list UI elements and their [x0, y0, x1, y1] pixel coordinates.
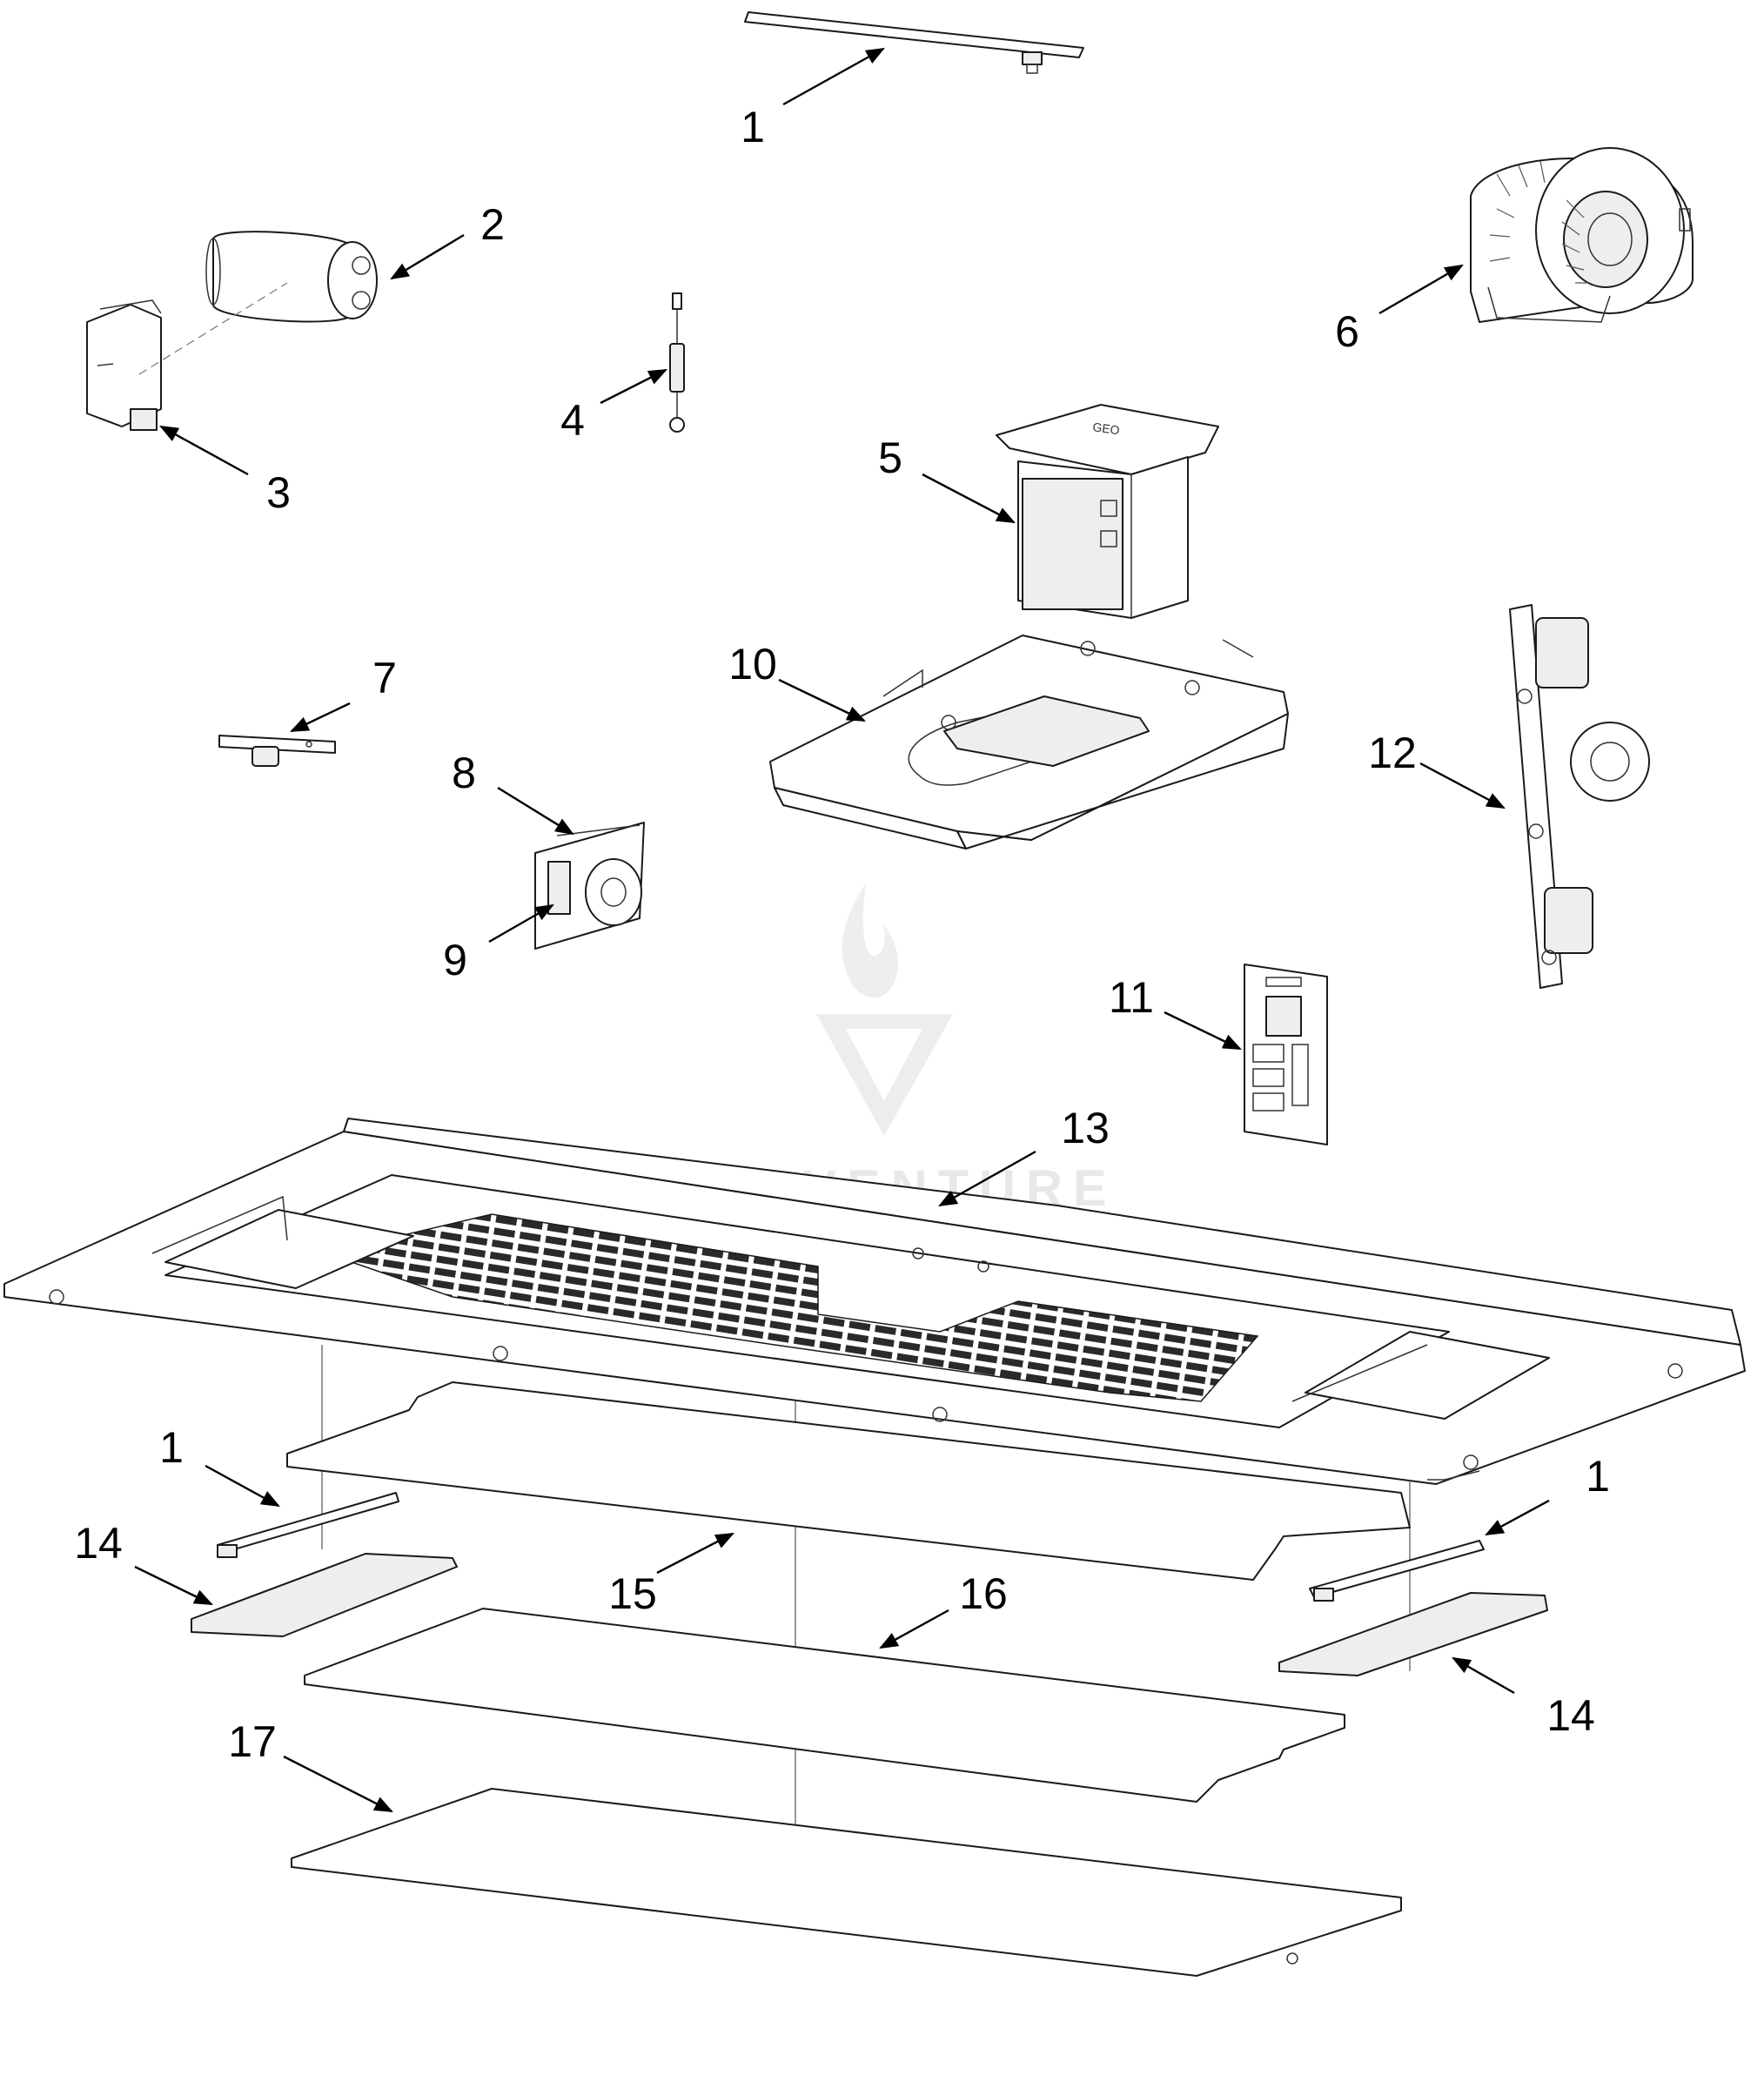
callout-15: 15 [608, 1569, 657, 1618]
callout-1-top: 1 [741, 103, 765, 151]
callout-13: 13 [1061, 1104, 1110, 1152]
part-14-right-pad [1278, 1592, 1548, 1676]
part-16-panel [304, 1608, 1345, 1803]
callout-16: 16 [959, 1569, 1008, 1618]
callout-7: 7 [372, 654, 397, 702]
flame-logo-icon [842, 883, 899, 998]
part-7-small-bracket [218, 735, 336, 767]
callout-11: 11 [1109, 973, 1154, 1022]
svg-text:GEO: GEO [1092, 420, 1121, 437]
callout-9: 9 [443, 936, 467, 984]
part-6-blower-fan [1470, 147, 1694, 323]
part-15-panel [286, 1381, 1411, 1581]
callout-10: 10 [728, 640, 777, 688]
callout-labels: 1 2 3 4 5 6 7 8 9 10 12 11 13 1 14 15 1 … [74, 103, 1610, 1766]
part-11-control-board [1244, 964, 1328, 1145]
v-logo-icon [816, 1014, 953, 1136]
part-4-diode [669, 292, 685, 433]
part-14-left-pad [191, 1553, 458, 1637]
part-10-mount-tray [769, 635, 1289, 850]
callout-4: 4 [560, 396, 585, 445]
part-2-capacitor [205, 231, 378, 323]
callout-12: 12 [1368, 729, 1417, 777]
callout-14-right: 14 [1546, 1691, 1595, 1740]
callout-1-left: 1 [159, 1423, 184, 1472]
part-1-left-strip [217, 1492, 399, 1558]
part-5-transformer: GEO [996, 404, 1219, 619]
part-3-bracket [86, 282, 288, 431]
leader-lines [134, 47, 1550, 1813]
callout-14-left: 14 [74, 1519, 123, 1568]
callout-3: 3 [266, 468, 291, 517]
callout-8: 8 [452, 749, 476, 797]
callout-1-right: 1 [1586, 1452, 1610, 1501]
part-17-panel [291, 1788, 1402, 1977]
part-8-9-switch-assembly [534, 822, 645, 950]
part-1-right-strip [1309, 1540, 1485, 1602]
callout-5: 5 [878, 433, 902, 482]
part-13-chassis-tray [3, 1118, 1746, 1485]
callout-2: 2 [480, 200, 505, 249]
part-1-top-strip [744, 11, 1084, 74]
part-12-switch-bracket [1509, 604, 1650, 989]
callout-17: 17 [228, 1717, 277, 1766]
callout-6: 6 [1335, 307, 1359, 356]
